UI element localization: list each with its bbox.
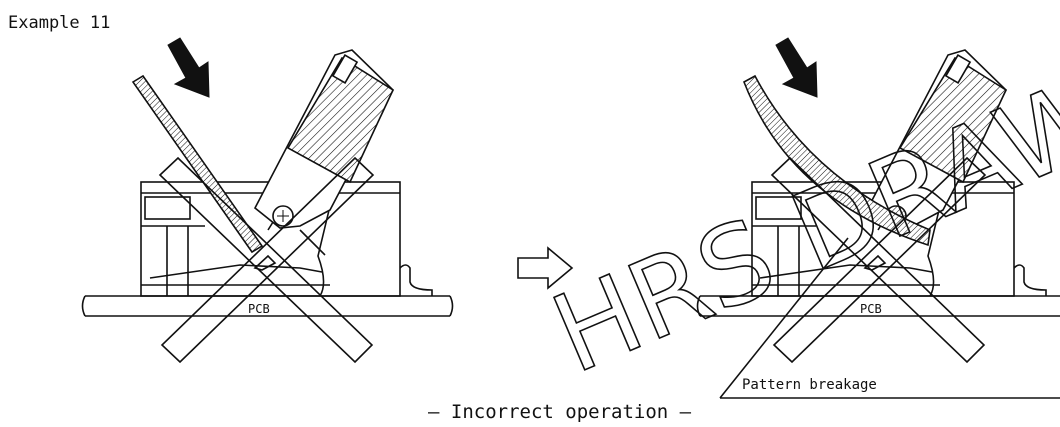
pcb-board-left: PCB xyxy=(81,295,454,317)
x-mark-icon xyxy=(770,156,987,364)
black-arrow-icon xyxy=(167,37,210,98)
black-arrow-icon xyxy=(775,37,818,98)
right-panel: PCB xyxy=(696,37,1060,399)
example-title: Example 11 xyxy=(8,13,110,33)
pcb-label-right: PCB xyxy=(860,302,882,316)
caption: – Incorrect operation – xyxy=(428,401,692,423)
outline-right-arrow-icon xyxy=(517,246,574,290)
pcb-label-left: PCB xyxy=(248,302,270,316)
tool-stick-bent-right xyxy=(742,74,931,247)
pattern-breakage-callout: Pattern breakage xyxy=(719,237,1060,399)
actuator-lever-left xyxy=(253,49,395,229)
connector-housing-left xyxy=(140,181,433,297)
x-mark-icon xyxy=(158,156,375,364)
actuator-lever-right xyxy=(866,49,1008,229)
left-panel: PCB xyxy=(81,37,454,364)
callout-label: Pattern breakage xyxy=(742,377,877,393)
